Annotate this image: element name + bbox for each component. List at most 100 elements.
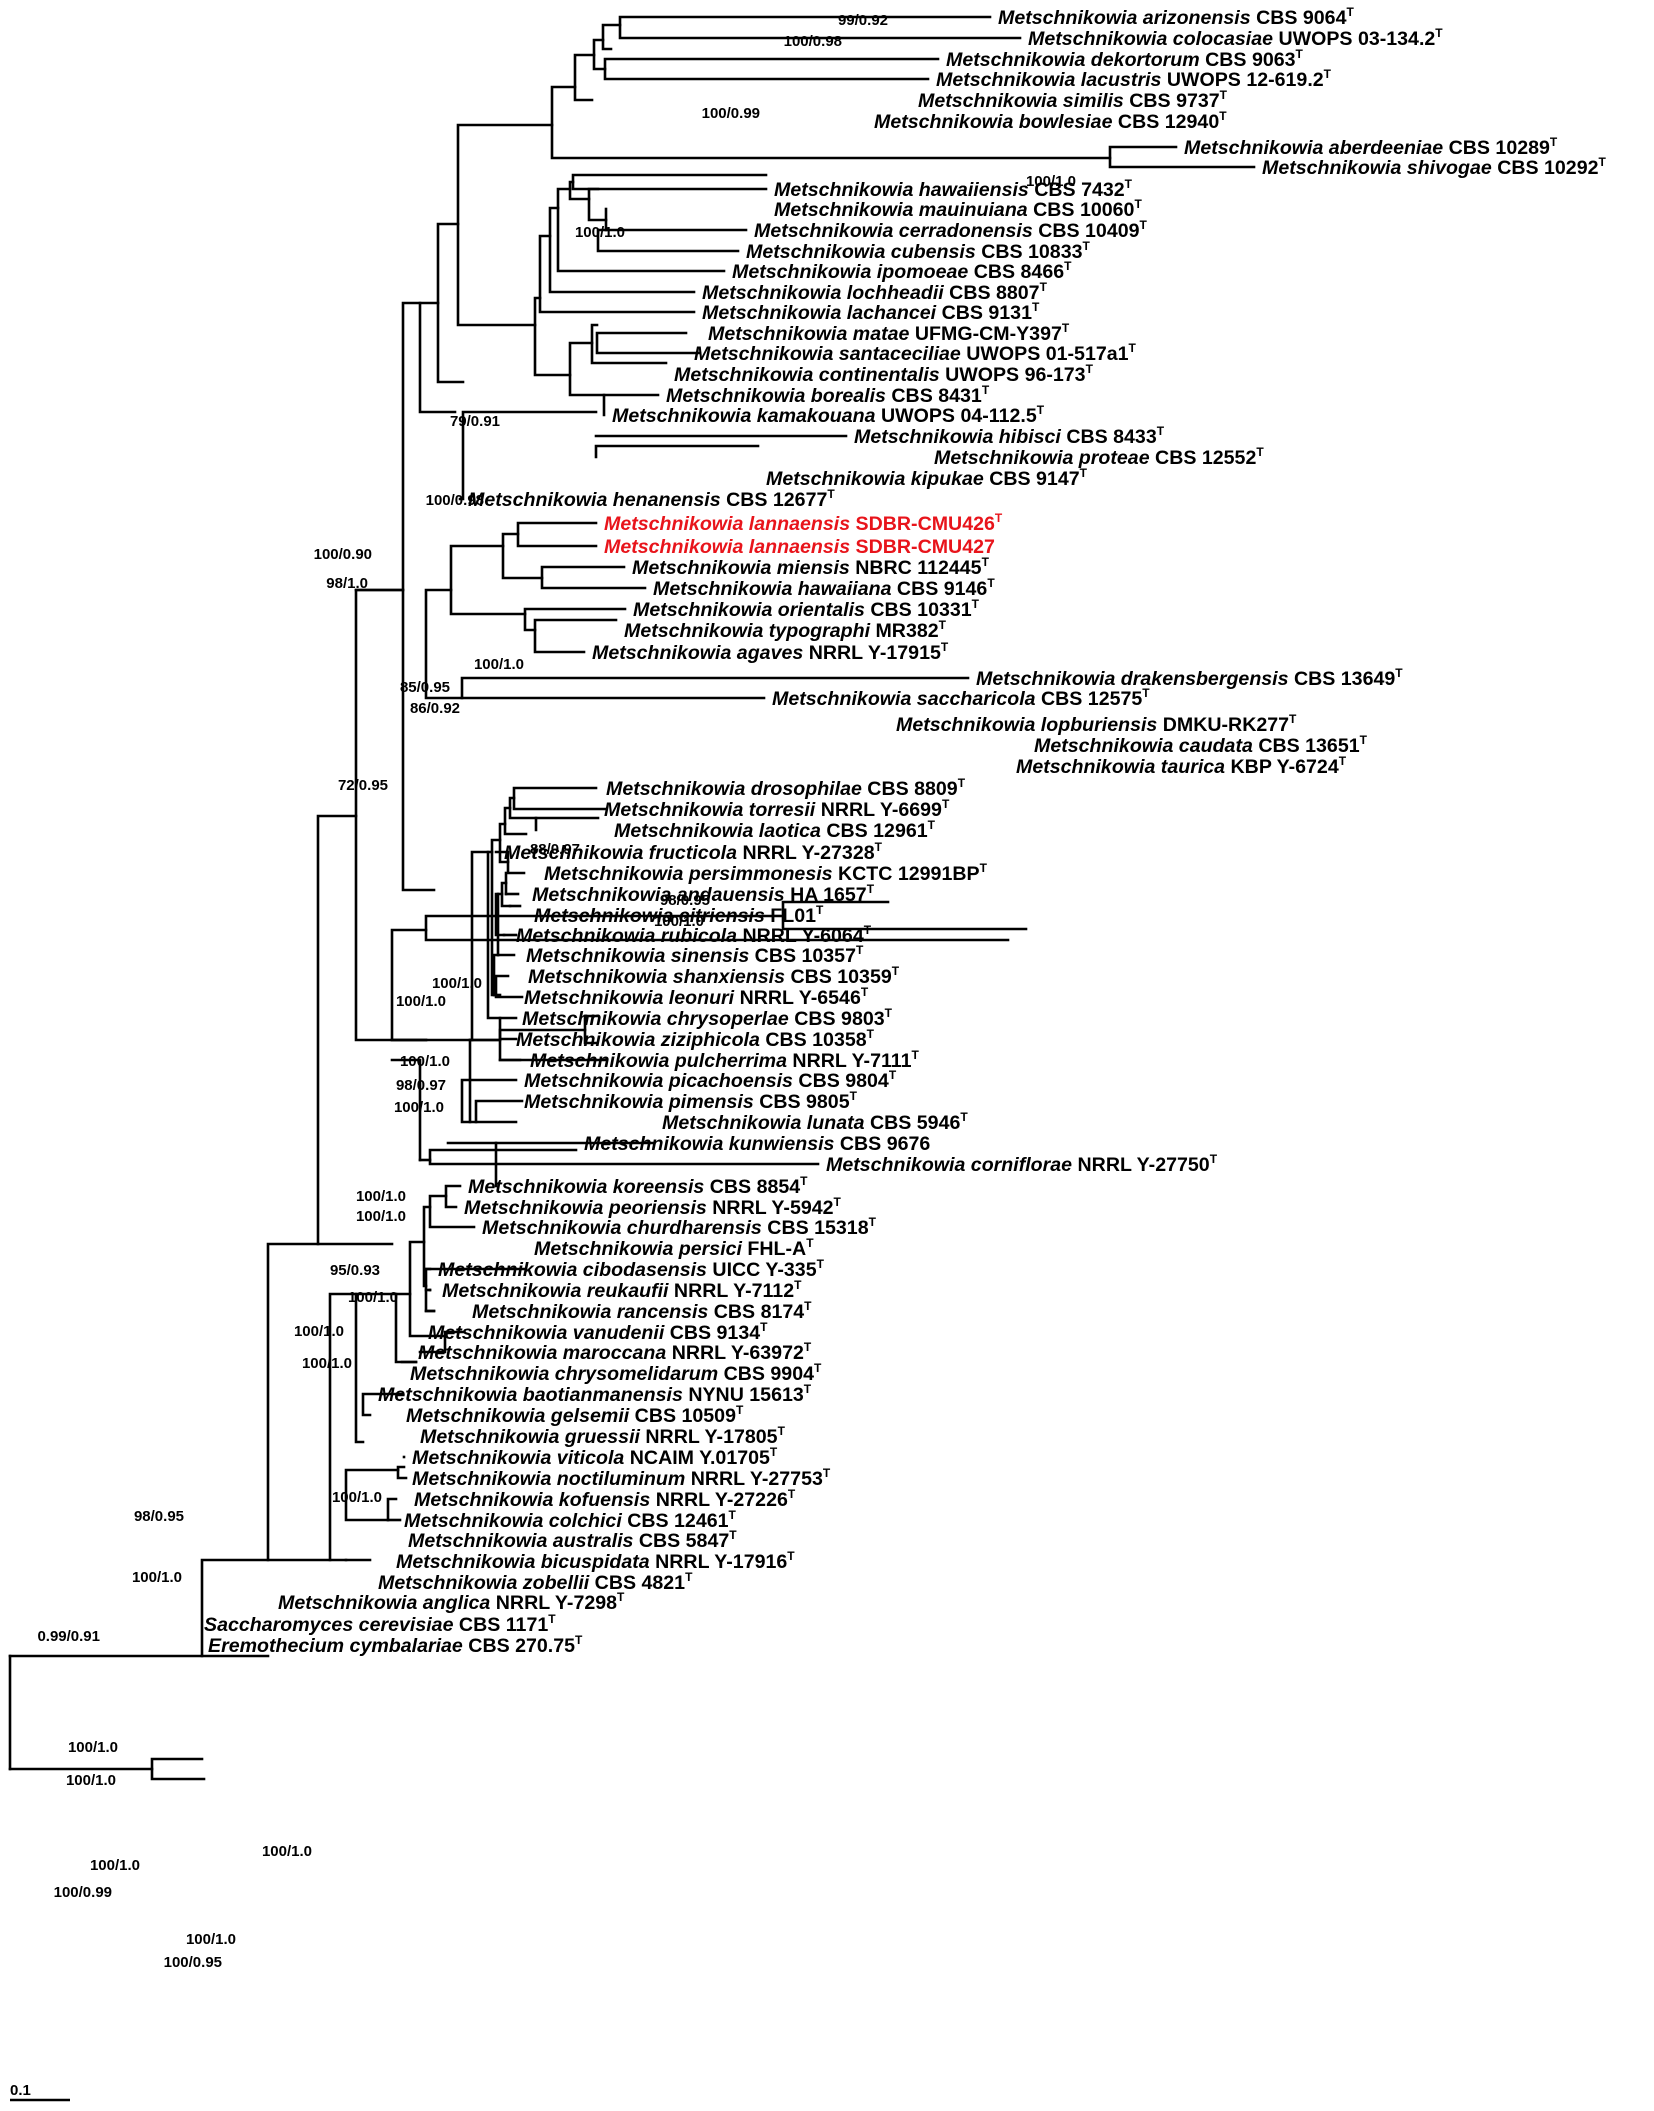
taxon-label: Metschnikowia australis CBS 5847T — [408, 1528, 737, 1552]
type-strain-mark: T — [816, 903, 824, 917]
type-strain-mark: T — [1219, 109, 1227, 123]
taxon-label: Metschnikowia churdharensis CBS 15318T — [482, 1215, 877, 1239]
support-value: 100/0.99 — [702, 105, 760, 122]
taxon-species: Metschnikowia australis — [408, 1530, 634, 1552]
taxon-species: Metschnikowia anglica — [278, 1592, 490, 1614]
type-strain-mark: T — [685, 1570, 693, 1584]
tree-branch — [587, 187, 608, 222]
taxon-species: Metschnikowia bowlesiae — [874, 111, 1113, 133]
taxon-label: Metschnikowia ipomoeae CBS 8466T — [732, 259, 1072, 283]
taxon-strain: CBS 9146 — [891, 578, 987, 600]
taxon-label: Metschnikowia pulcherrima NRRL Y-7111T — [530, 1048, 920, 1072]
taxon-species: Metschnikowia baotianmanensis — [378, 1384, 683, 1406]
taxon-label: Metschnikowia maroccana NRRL Y-63972T — [418, 1340, 812, 1364]
taxon-label: Metschnikowia orientalis CBS 10331T — [633, 597, 980, 621]
support-value: 100/1.0 — [356, 1208, 406, 1225]
taxon-species: Metschnikowia lannaensis — [604, 536, 850, 558]
type-strain-mark: T — [1296, 47, 1304, 61]
taxon-strain: CBS 13649 — [1289, 668, 1396, 690]
taxon-strain: NRRL Y-27753 — [685, 1468, 823, 1490]
taxon-species: Eremothecium cymbalariae — [208, 1635, 463, 1657]
tree-branch — [444, 1184, 462, 1209]
taxon-strain: CBS 10833 — [976, 241, 1083, 263]
support-value: 100/1.0 — [90, 1857, 140, 1874]
type-strain-mark: T — [942, 797, 950, 811]
taxon-label: Metschnikowia kamakouana UWOPS 04-112.5T — [612, 403, 1045, 427]
taxon-species: Metschnikowia fructicola — [504, 842, 737, 864]
type-strain-mark: T — [804, 1299, 812, 1313]
type-strain-mark: T — [823, 1466, 831, 1480]
tree-branch — [418, 1330, 466, 1354]
taxon-label: Metschnikowia pimensis CBS 9805T — [524, 1089, 858, 1113]
type-strain-mark: T — [892, 964, 900, 978]
type-strain-mark: T — [548, 1612, 556, 1626]
taxon-label: Metschnikowia lunata CBS 5946T — [662, 1110, 968, 1134]
taxon-strain: HA 1657 — [785, 884, 867, 906]
type-strain-mark: T — [729, 1528, 737, 1542]
taxon-strain: CBS 10358 — [760, 1029, 867, 1051]
tree-branch — [361, 1392, 404, 1417]
tree-branch — [592, 38, 607, 71]
support-value: 98/0.97 — [396, 1077, 446, 1094]
support-value: 100/1.0 — [302, 1355, 352, 1372]
support-value: 100/1.0 — [400, 1053, 450, 1070]
taxon-strain: NRRL Y-27328 — [737, 842, 875, 864]
taxon-strain: CBS 9134 — [664, 1322, 760, 1344]
type-strain-mark: T — [982, 555, 990, 569]
tree-branch — [316, 814, 394, 1246]
taxon-strain: NRRL Y-27226 — [650, 1489, 788, 1511]
type-strain-mark: T — [1289, 712, 1297, 726]
type-strain-mark: T — [617, 1590, 625, 1604]
taxon-label: Metschnikowia ziziphicola CBS 10358T — [516, 1027, 875, 1051]
tree-branch — [418, 301, 457, 414]
taxon-strain: CBS 12961 — [821, 820, 928, 842]
taxon-label: Metschnikowia cerradonensis CBS 10409T — [754, 218, 1148, 242]
type-strain-mark: T — [760, 1320, 768, 1334]
taxon-species: Metschnikowia lannaensis — [604, 513, 850, 535]
tree-branch — [200, 1558, 270, 1658]
taxon-species: Metschnikowia gelsemii — [406, 1405, 630, 1427]
taxon-species: Metschnikowia gruessii — [420, 1426, 641, 1448]
taxon-strain: CBS 8854 — [704, 1176, 800, 1198]
taxon-strain: NRRL Y-27750 — [1072, 1154, 1210, 1176]
taxon-strain: CBS 8174 — [708, 1301, 804, 1323]
taxon-strain: CBS 8809 — [862, 778, 958, 800]
tree-branch — [498, 1016, 518, 1041]
taxon-species: Metschnikowia noctiluminum — [412, 1468, 685, 1490]
taxon-strain: CBS 1171 — [453, 1614, 548, 1636]
taxon-strain: SDBR-CMU426 — [850, 513, 995, 535]
type-strain-mark: T — [787, 1549, 795, 1563]
taxon-label: Metschnikowia similis CBS 9737T — [918, 88, 1228, 112]
tree-branch — [503, 806, 528, 836]
taxon-strain: CBS 12461 — [622, 1510, 729, 1532]
tree-branch — [573, 53, 596, 102]
type-strain-mark: T — [729, 1508, 737, 1522]
type-strain-mark: T — [778, 1424, 786, 1438]
type-strain-mark: T — [1157, 424, 1165, 438]
tree-branch — [516, 521, 598, 548]
taxon-species: Metschnikowia bicuspidata — [396, 1551, 650, 1573]
support-value: 98/0.95 — [134, 1508, 184, 1525]
taxon-species: Metschnikowia drakensbergensis — [976, 668, 1289, 690]
taxon-label: Metschnikowia typographi MR382T — [624, 618, 947, 642]
type-strain-mark: T — [861, 985, 869, 999]
tree-branch — [781, 900, 1028, 931]
taxon-species: Metschnikowia santaceciliae — [694, 343, 961, 365]
taxon-label: Metschnikowia cubensis CBS 10833T — [746, 239, 1091, 263]
taxon-strain: UWOPS 01-517a1 — [961, 343, 1129, 365]
taxon-strain: CBS 8433 — [1061, 426, 1157, 448]
type-strain-mark: T — [1256, 445, 1264, 459]
type-strain-mark: T — [736, 1403, 744, 1417]
tree-branch — [449, 544, 527, 616]
taxon-strain: CBS 9063 — [1200, 49, 1296, 71]
taxon-species: Metschnikowia chrysoperlae — [522, 1008, 789, 1030]
support-value: 88/0.97 — [530, 841, 580, 858]
taxon-species: Metschnikowia pimensis — [524, 1091, 754, 1113]
taxon-species: Metschnikowia arizonensis — [998, 7, 1251, 29]
tree-branch — [618, 15, 1022, 40]
taxon-label: Metschnikowia dekortorum CBS 9063T — [946, 47, 1304, 71]
taxon-label: Metschnikowia corniflorae NRRL Y-27750T — [826, 1152, 1218, 1176]
taxon-label: Metschnikowia lopburiensis DMKU-RK277T — [896, 712, 1297, 736]
taxon-label: Metschnikowia viticola NCAIM Y.01705T — [412, 1445, 778, 1469]
